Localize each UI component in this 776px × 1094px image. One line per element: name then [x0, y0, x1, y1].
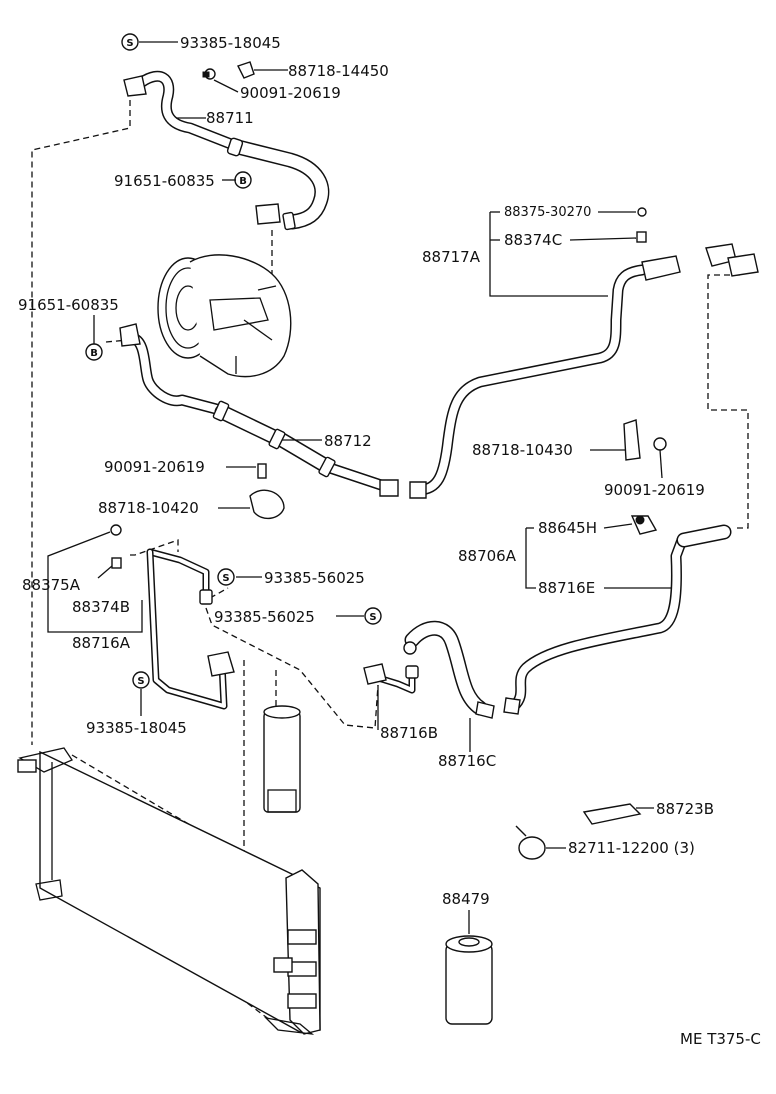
hose-88716C	[403, 620, 495, 719]
compressor	[157, 254, 292, 378]
pipe-88712	[119, 323, 399, 497]
s-badge-93385-18045-bottom: S	[132, 671, 150, 689]
label-91651-60835-left: 91651-60835	[18, 296, 119, 314]
leader-lines	[47, 41, 672, 934]
svg-text:B: B	[239, 176, 247, 187]
label-88712: 88712	[324, 432, 372, 450]
svg-text:S: S	[369, 612, 376, 623]
label-88375A: 88375A	[22, 576, 81, 594]
label-88375-30270: 88375-30270	[504, 205, 591, 220]
label-88716E: 88716E	[538, 579, 595, 597]
label-90091-20619-top: 90091-20619	[240, 84, 341, 102]
label-93385-18045-bottom: 93385-18045	[86, 719, 187, 737]
b-badge-91651-60835-top: B	[234, 171, 252, 189]
pipe-88717A	[409, 243, 759, 499]
drawing-code: ME T375-C	[680, 1030, 761, 1048]
label-90091-20619-right: 90091-20619	[604, 481, 705, 499]
label-93385-56025-a: 93385-56025	[264, 569, 365, 587]
label-88718-14450: 88718-14450	[288, 62, 389, 80]
receiver-drier	[263, 705, 301, 813]
condenser	[17, 747, 321, 1035]
label-88716C: 88716C	[438, 752, 496, 770]
label-90091-20619-mid: 90091-20619	[104, 458, 205, 476]
s-badge-93385-18045-top: S	[121, 33, 139, 51]
s-badge-93385-56025-a: S	[217, 568, 235, 586]
top-hardware	[202, 61, 255, 80]
svg-text:B: B	[90, 348, 98, 359]
label-88711: 88711	[206, 109, 254, 127]
label-88374B: 88374B	[72, 598, 130, 616]
svg-text:S: S	[126, 38, 133, 49]
label-88716B: 88716B	[380, 724, 438, 742]
tube-88716A	[146, 548, 235, 710]
part-labels: 93385-18045 88718-14450 90091-20619 8871…	[18, 34, 761, 1048]
misc-parts	[110, 207, 667, 1025]
pipe-88711	[123, 70, 330, 231]
label-88374C: 88374C	[504, 231, 562, 249]
svg-text:S: S	[137, 676, 144, 687]
label-88723B: 88723B	[656, 800, 714, 818]
label-93385-56025-b: 93385-56025	[214, 608, 315, 626]
label-88717A: 88717A	[422, 248, 481, 266]
label-91651-60835-top: 91651-60835	[114, 172, 215, 190]
pipe-88716E	[503, 524, 732, 715]
s-badge-93385-56025-b: S	[364, 607, 382, 625]
label-88716A: 88716A	[72, 634, 131, 652]
svg-text:S: S	[222, 573, 229, 584]
label-88479: 88479	[442, 890, 490, 908]
label-88718-10430: 88718-10430	[472, 441, 573, 459]
label-82711-12200: 82711-12200 (3)	[568, 839, 695, 857]
b-badge-91651-60835-left: B	[85, 343, 103, 361]
label-88718-10420: 88718-10420	[98, 499, 199, 517]
label-88706A: 88706A	[458, 547, 517, 565]
tube-88716B	[363, 663, 419, 694]
label-93385-18045-top: 93385-18045	[180, 34, 281, 52]
label-88645H: 88645H	[538, 519, 597, 537]
